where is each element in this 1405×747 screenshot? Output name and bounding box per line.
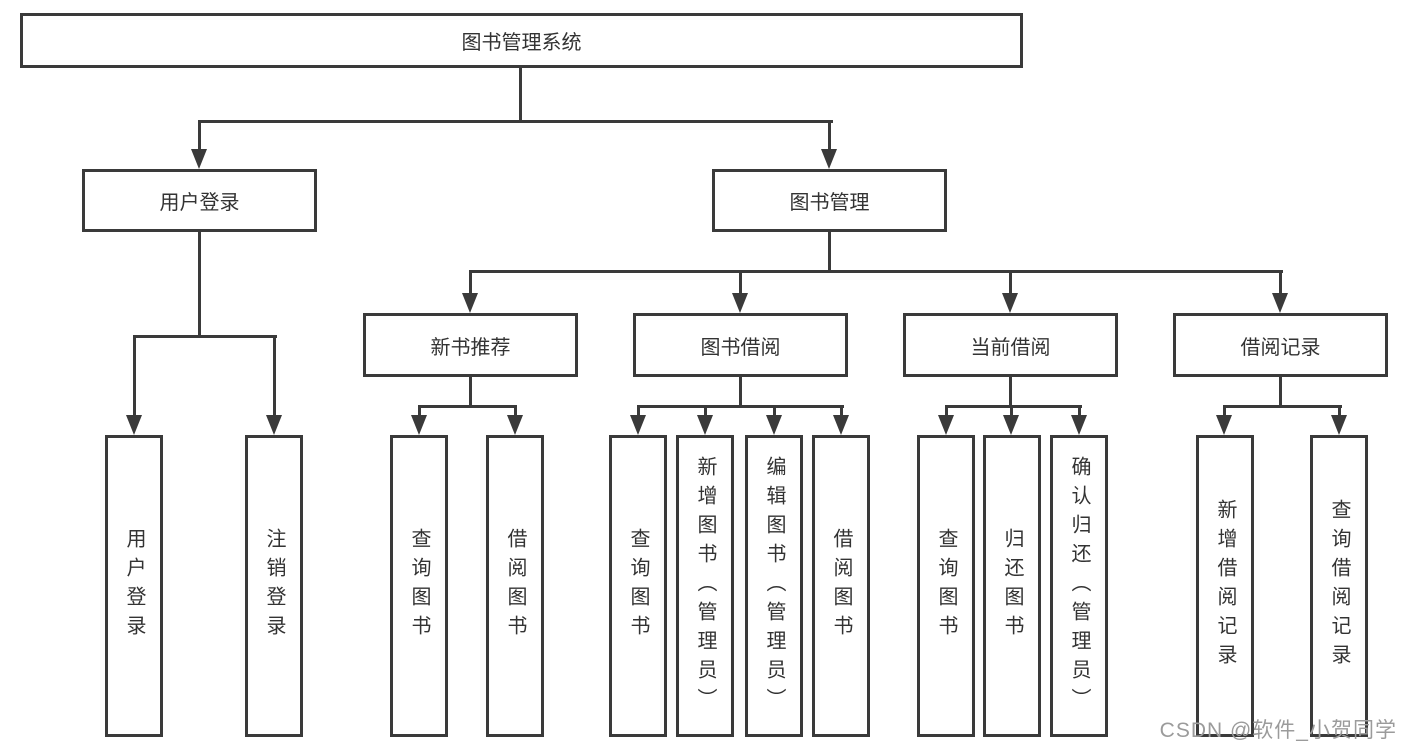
leaf-query-books-borrow: 查询图书 bbox=[609, 435, 667, 737]
arrow-down-icon bbox=[732, 293, 748, 313]
arrow-down-icon bbox=[266, 415, 282, 435]
connector-line bbox=[704, 405, 707, 417]
connector-line bbox=[133, 335, 136, 417]
connector-line bbox=[1009, 270, 1012, 296]
csdn-watermark: CSDN @软件_小贺同学 bbox=[1159, 719, 1397, 742]
connector-line bbox=[469, 270, 1283, 273]
connector-line bbox=[469, 377, 472, 408]
leaf-borrow-books: 借阅图书 bbox=[812, 435, 870, 737]
arrow-down-icon bbox=[126, 415, 142, 435]
arrow-down-icon bbox=[833, 415, 849, 435]
leaf-return-books: 归还图书 bbox=[983, 435, 1041, 737]
arrow-down-icon bbox=[821, 149, 837, 169]
arrow-down-icon bbox=[507, 415, 523, 435]
node-borrow-records: 借阅记录 bbox=[1173, 313, 1388, 377]
arrow-down-icon bbox=[1331, 415, 1347, 435]
leaf-logout: 注销登录 bbox=[245, 435, 303, 737]
node-current-borrow: 当前借阅 bbox=[903, 313, 1118, 377]
leaf-add-book-admin: 新增图书（管理员） bbox=[676, 435, 734, 737]
leaf-edit-book-admin: 编辑图书（管理员） bbox=[745, 435, 803, 737]
connector-line bbox=[739, 270, 742, 296]
leaf-query-borrow-record: 查询借阅记录 bbox=[1310, 435, 1368, 737]
connector-line bbox=[1279, 270, 1282, 296]
connector-line bbox=[739, 377, 742, 408]
leaf-query-books-current: 查询图书 bbox=[917, 435, 975, 737]
connector-line bbox=[840, 405, 843, 417]
arrow-down-icon bbox=[462, 293, 478, 313]
node-user-login: 用户登录 bbox=[82, 169, 317, 232]
arrow-down-icon bbox=[938, 415, 954, 435]
connector-line bbox=[1223, 405, 1226, 417]
leaf-confirm-return-admin: 确认归还（管理员） bbox=[1050, 435, 1108, 737]
connector-line bbox=[273, 335, 276, 417]
connector-line bbox=[418, 405, 421, 417]
arrow-down-icon bbox=[1002, 293, 1018, 313]
connector-line bbox=[198, 232, 201, 338]
connector-line bbox=[1010, 405, 1013, 417]
connector-line bbox=[637, 405, 844, 408]
leaf-add-borrow-record: 新增借阅记录 bbox=[1196, 435, 1254, 737]
leaf-query-books-recommend: 查询图书 bbox=[390, 435, 448, 737]
node-library-management-system: 图书管理系统 bbox=[20, 13, 1023, 68]
connector-line bbox=[514, 405, 517, 417]
connector-line bbox=[519, 68, 522, 123]
leaf-borrow-books-recommend: 借阅图书 bbox=[486, 435, 544, 737]
node-book-borrow: 图书借阅 bbox=[633, 313, 848, 377]
connector-line bbox=[133, 335, 277, 338]
arrow-down-icon bbox=[1071, 415, 1087, 435]
connector-line bbox=[198, 120, 833, 123]
arrow-down-icon bbox=[191, 149, 207, 169]
arrow-down-icon bbox=[697, 415, 713, 435]
connector-line bbox=[945, 405, 948, 417]
connector-line bbox=[198, 120, 201, 151]
connector-line bbox=[1338, 405, 1341, 417]
arrow-down-icon bbox=[1003, 415, 1019, 435]
arrow-down-icon bbox=[630, 415, 646, 435]
connector-line bbox=[828, 232, 831, 272]
node-new-book-recommend: 新书推荐 bbox=[363, 313, 578, 377]
connector-line bbox=[1078, 405, 1081, 417]
connector-line bbox=[1223, 405, 1342, 408]
connector-line bbox=[637, 405, 640, 417]
node-book-management: 图书管理 bbox=[712, 169, 947, 232]
connector-line bbox=[1279, 377, 1282, 408]
arrow-down-icon bbox=[1272, 293, 1288, 313]
arrow-down-icon bbox=[766, 415, 782, 435]
arrow-down-icon bbox=[411, 415, 427, 435]
connector-line bbox=[773, 405, 776, 417]
connector-line bbox=[828, 120, 831, 151]
connector-line bbox=[418, 405, 517, 408]
connector-line bbox=[469, 270, 472, 296]
arrow-down-icon bbox=[1216, 415, 1232, 435]
connector-line bbox=[945, 405, 1082, 408]
leaf-user-login: 用户登录 bbox=[105, 435, 163, 737]
connector-line bbox=[1009, 377, 1012, 408]
